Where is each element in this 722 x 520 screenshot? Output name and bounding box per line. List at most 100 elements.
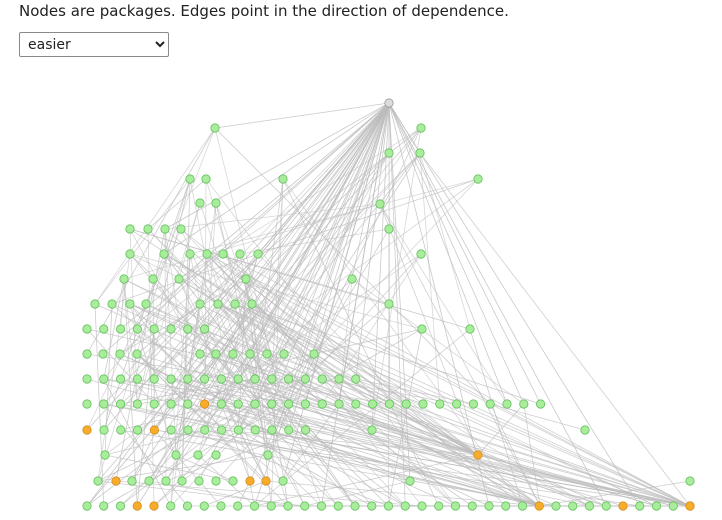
package-node[interactable] (473, 174, 483, 184)
package-node[interactable] (535, 399, 546, 409)
package-node[interactable] (195, 349, 205, 359)
highlighted-package-node[interactable] (618, 501, 628, 511)
package-node[interactable] (216, 374, 226, 384)
package-node[interactable] (580, 425, 590, 435)
package-node[interactable] (435, 399, 445, 409)
package-node[interactable] (211, 450, 221, 460)
package-node[interactable] (82, 501, 92, 511)
package-node[interactable] (171, 450, 181, 460)
package-node[interactable] (416, 249, 426, 259)
package-node[interactable] (384, 224, 394, 234)
package-node[interactable] (235, 249, 245, 259)
package-node[interactable] (367, 501, 377, 511)
highlighted-package-node[interactable] (200, 399, 210, 409)
package-node[interactable] (266, 501, 276, 511)
package-node[interactable] (233, 425, 243, 435)
package-node[interactable] (316, 501, 327, 511)
package-node[interactable] (551, 501, 561, 511)
package-node[interactable] (401, 399, 411, 409)
package-node[interactable] (193, 450, 203, 460)
package-node[interactable] (300, 501, 310, 511)
package-node[interactable] (601, 501, 611, 511)
package-node[interactable] (125, 249, 135, 259)
package-node[interactable] (317, 374, 327, 384)
package-node[interactable] (416, 123, 426, 133)
package-node[interactable] (250, 425, 260, 435)
package-node[interactable] (375, 199, 385, 209)
package-node[interactable] (166, 374, 176, 384)
package-node[interactable] (241, 274, 251, 284)
package-node[interactable] (651, 501, 662, 511)
package-node[interactable] (233, 501, 243, 511)
package-node[interactable] (317, 399, 327, 409)
package-node[interactable] (216, 501, 226, 511)
package-node[interactable] (262, 349, 272, 359)
package-node[interactable] (125, 224, 135, 234)
package-node[interactable] (82, 399, 92, 409)
package-node[interactable] (100, 450, 110, 460)
package-node[interactable] (217, 425, 227, 435)
package-node[interactable] (351, 399, 361, 409)
package-node[interactable] (90, 299, 100, 309)
package-node[interactable] (99, 324, 109, 334)
package-node[interactable] (132, 399, 142, 409)
package-node[interactable] (144, 476, 154, 486)
package-node[interactable] (116, 324, 126, 334)
root-package-node[interactable] (384, 98, 394, 108)
package-node[interactable] (465, 324, 475, 334)
highlighted-package-node[interactable] (685, 501, 695, 511)
package-node[interactable] (450, 501, 461, 511)
package-node[interactable] (149, 324, 159, 334)
package-node[interactable] (211, 476, 221, 486)
package-node[interactable] (230, 299, 240, 309)
package-node[interactable] (115, 501, 126, 511)
package-node[interactable] (253, 249, 263, 259)
package-node[interactable] (166, 324, 176, 334)
package-node[interactable] (161, 476, 171, 486)
package-node[interactable] (210, 123, 220, 133)
package-node[interactable] (400, 501, 410, 511)
package-node[interactable] (141, 299, 151, 309)
package-node[interactable] (93, 476, 103, 486)
package-node[interactable] (347, 274, 357, 284)
package-node[interactable] (125, 299, 135, 309)
package-node[interactable] (149, 399, 159, 409)
package-node[interactable] (333, 501, 343, 511)
package-node[interactable] (218, 249, 228, 259)
package-node[interactable] (200, 324, 210, 334)
package-node[interactable] (245, 349, 255, 359)
package-node[interactable] (195, 198, 205, 208)
package-node[interactable] (228, 476, 238, 486)
package-node[interactable] (200, 374, 210, 384)
package-node[interactable] (415, 148, 425, 158)
package-node[interactable] (309, 349, 319, 359)
package-node[interactable] (384, 148, 394, 158)
package-node[interactable] (116, 399, 126, 409)
package-node[interactable] (213, 299, 223, 309)
package-node[interactable] (350, 501, 360, 511)
package-node[interactable] (82, 349, 92, 359)
package-node[interactable] (183, 399, 193, 409)
package-node[interactable] (119, 274, 129, 284)
package-node[interactable] (351, 374, 361, 384)
package-node[interactable] (107, 299, 117, 309)
package-node[interactable] (250, 399, 260, 409)
highlighted-package-node[interactable] (149, 501, 159, 511)
package-node[interactable] (115, 349, 125, 359)
package-node[interactable] (99, 425, 109, 435)
package-node[interactable] (267, 374, 277, 384)
package-node[interactable] (166, 399, 176, 409)
package-node[interactable] (384, 399, 394, 409)
package-node[interactable] (300, 399, 310, 409)
package-node[interactable] (82, 324, 92, 334)
highlighted-package-node[interactable] (111, 476, 121, 486)
package-node[interactable] (160, 224, 170, 234)
package-node[interactable] (367, 399, 378, 409)
package-node[interactable] (133, 425, 143, 435)
package-node[interactable] (149, 374, 159, 384)
package-node[interactable] (127, 476, 137, 486)
package-node[interactable] (183, 324, 193, 334)
package-node[interactable] (283, 399, 294, 409)
package-node[interactable] (284, 425, 294, 435)
package-node[interactable] (159, 249, 169, 259)
